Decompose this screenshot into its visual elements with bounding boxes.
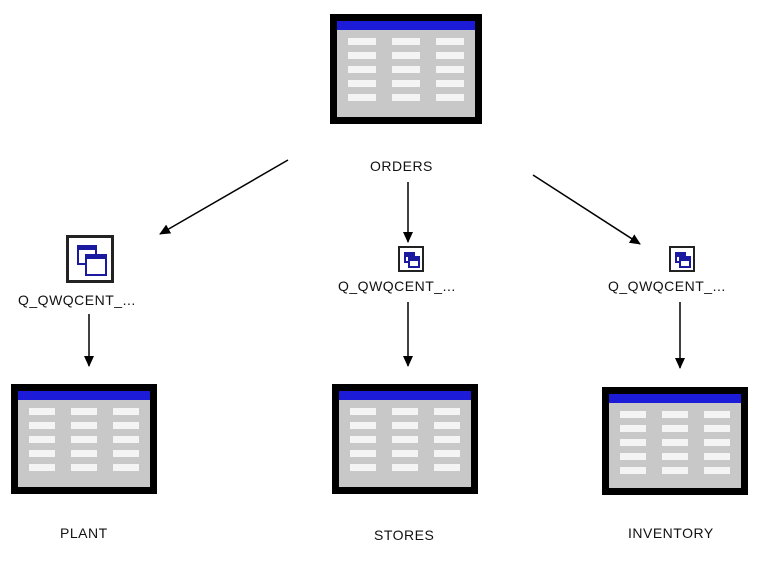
inventory-table-icon[interactable] (602, 387, 748, 495)
table-column (106, 404, 146, 484)
table-column (385, 404, 425, 484)
arrow-orders-to-inventory-query (532, 174, 641, 245)
plant-query-label: Q_QWQCENT_... (18, 292, 136, 308)
table-cell (28, 408, 55, 415)
table-cell (662, 453, 688, 460)
table-cell (28, 464, 55, 471)
table-column (427, 404, 467, 484)
table-cell (434, 450, 461, 457)
inventory-query-label: Q_QWQCENT_... (608, 278, 726, 294)
table-cell (392, 464, 418, 471)
table-cell (113, 450, 140, 457)
table-cell (113, 422, 140, 429)
table-cell (704, 439, 731, 446)
table-cell (348, 52, 376, 59)
table-cell (71, 436, 97, 443)
table-cell (704, 467, 731, 474)
table-cell (619, 411, 646, 418)
orders-table-icon[interactable] (330, 14, 482, 124)
table-cell (71, 422, 97, 429)
table-cell (662, 425, 688, 432)
table-cell (113, 408, 140, 415)
table-cell (28, 436, 55, 443)
orders-label: ORDERS (370, 158, 433, 174)
table-cell (704, 453, 731, 460)
table-cell (434, 408, 461, 415)
table-cell (348, 80, 376, 87)
table-cell (436, 52, 464, 59)
stores-label: STORES (374, 527, 435, 543)
table-column (343, 404, 383, 484)
table-column (655, 407, 695, 485)
table-cell (436, 66, 464, 73)
table-column (697, 407, 737, 485)
table-column (385, 34, 426, 114)
plant-query-icon[interactable] (66, 235, 114, 283)
table-cell (392, 408, 418, 415)
table-cell (71, 464, 97, 471)
stores-query-label: Q_QWQCENT_... (338, 278, 456, 294)
table-cell (619, 439, 646, 446)
table-cell (436, 80, 464, 87)
table-cell (662, 439, 688, 446)
table-column (613, 407, 653, 485)
table-cell (619, 453, 646, 460)
table-cell (662, 411, 688, 418)
plant-label: PLANT (60, 525, 108, 541)
table-cell (348, 66, 376, 73)
table-cell (349, 422, 376, 429)
plant-table-icon[interactable] (11, 384, 157, 494)
arrow-orders-to-plant-query (159, 159, 289, 235)
table-cell (71, 408, 97, 415)
table-cell (392, 66, 420, 73)
table-cell (436, 38, 464, 45)
table-cell (28, 450, 55, 457)
table-column (429, 34, 470, 114)
table-cell (392, 38, 420, 45)
table-cell (392, 436, 418, 443)
table-cell (349, 436, 376, 443)
table-cell (392, 52, 420, 59)
table-cell (434, 436, 461, 443)
table-cell (619, 425, 646, 432)
table-cell (662, 467, 688, 474)
table-cell (434, 464, 461, 471)
table-cell (113, 436, 140, 443)
table-cell (392, 422, 418, 429)
inventory-query-icon[interactable] (669, 246, 695, 272)
table-column (64, 404, 104, 484)
table-cell (113, 464, 140, 471)
table-cell (348, 38, 376, 45)
table-cell (349, 464, 376, 471)
table-cell (704, 411, 731, 418)
table-cell (434, 422, 461, 429)
table-column (341, 34, 382, 114)
table-column (22, 404, 62, 484)
table-cell (704, 425, 731, 432)
table-cell (392, 450, 418, 457)
table-cell (349, 408, 376, 415)
inventory-label: INVENTORY (628, 525, 714, 541)
table-cell (392, 94, 420, 101)
table-cell (28, 422, 55, 429)
table-cell (349, 450, 376, 457)
table-cell (436, 94, 464, 101)
stores-table-icon[interactable] (332, 384, 478, 494)
table-cell (348, 94, 376, 101)
table-cell (71, 450, 97, 457)
stores-query-icon[interactable] (398, 246, 424, 272)
table-cell (619, 467, 646, 474)
table-cell (392, 80, 420, 87)
